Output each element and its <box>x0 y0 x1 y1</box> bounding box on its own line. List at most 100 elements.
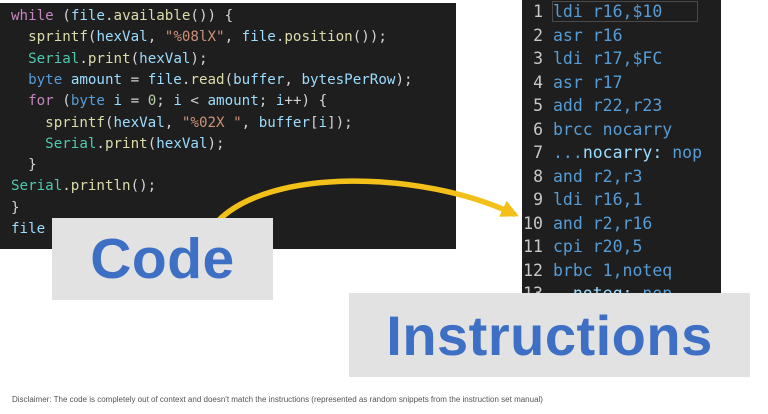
line-number: 10 <box>523 213 543 233</box>
line-highlight <box>552 1 698 22</box>
code-token: ++) { <box>284 93 328 110</box>
code-token: ]); <box>327 114 353 131</box>
code-token: } <box>11 199 20 216</box>
code-line: while (file.available()) { <box>11 6 233 26</box>
code-token: i <box>173 93 182 110</box>
code-token: bytesPerRow <box>301 71 396 88</box>
code-token: byte <box>70 93 105 110</box>
instructions-label: Instructions <box>349 293 750 377</box>
code-token: Serial <box>45 135 97 152</box>
assembly-line: 5 add r22,r23 <box>522 94 721 117</box>
line-number: 4 <box>533 72 543 92</box>
code-token: = <box>122 71 148 88</box>
code-token: ( <box>87 29 97 46</box>
code-token: . <box>104 8 114 24</box>
code-token: print <box>104 135 148 152</box>
assembly-line: 11 cpi r20,5 <box>522 235 721 258</box>
code-token: sprintf <box>45 114 105 131</box>
line-number: 11 <box>523 237 543 256</box>
code-token: . <box>62 178 71 195</box>
code-token: ); <box>190 50 208 67</box>
code-token: available <box>113 8 191 24</box>
code-line: sprintf(hexVal, "%02X ", buffer[i]); <box>11 113 353 133</box>
code-token: "%08lX" <box>164 29 225 46</box>
code-token: Serial <box>28 50 80 67</box>
code-token: . <box>79 50 88 67</box>
code-token <box>11 115 45 131</box>
code-line: for (byte i = 0; i < amount; i++) { <box>11 91 327 111</box>
code-token: ( <box>104 114 114 131</box>
code-line: Serial.print(hexVal); <box>11 134 225 154</box>
code-token: ( <box>53 8 71 24</box>
line-number: 1 <box>533 2 543 21</box>
assembly-line: 4 asr r17 <box>522 71 721 94</box>
assembly-line: 13 noteq: nop <box>522 282 721 295</box>
code-token <box>11 72 28 88</box>
assembly-instruction: add r22,r23 <box>553 96 663 115</box>
code-token: sprintf <box>28 29 88 46</box>
code-line: } <box>11 198 20 218</box>
code-token: println <box>70 178 131 195</box>
assembly-instruction: ldi r16,$10 <box>553 2 663 21</box>
code-token: hexVal <box>113 114 165 131</box>
code-line: sprintf(hexVal, "%08lX", file.position()… <box>11 27 387 47</box>
assembly-instruction: ldi r17,$FC <box>553 49 663 68</box>
line-number: 8 <box>533 166 543 186</box>
code-token: ()); <box>352 29 387 46</box>
code-token <box>11 51 28 67</box>
code-token: Serial <box>11 178 63 195</box>
code-token: amount <box>70 71 123 88</box>
assembly-instruction: noteq: nop <box>572 284 673 295</box>
code-token: for <box>28 93 54 110</box>
line-number: 6 <box>533 119 543 139</box>
code-token: hexVal <box>96 29 148 46</box>
code-line: byte amount = file.read(buffer, bytesPer… <box>11 70 412 90</box>
assembly-instruction: and r2,r16 <box>553 213 653 233</box>
code-token: . <box>275 29 285 46</box>
code-token <box>105 93 114 109</box>
code-line: Serial.print(hexVal); <box>11 49 208 69</box>
code-token: . <box>96 135 105 152</box>
code-token: file <box>70 8 105 24</box>
code-line: } <box>11 155 37 175</box>
code-token <box>11 29 28 45</box>
assembly-line: 1 ldi r16,$10 <box>522 0 721 23</box>
code-token: (); <box>130 178 157 195</box>
code-token: ( <box>224 71 234 88</box>
code-token: file <box>241 29 276 46</box>
code-token: ; <box>156 93 174 110</box>
line-number: 5 <box>533 96 543 115</box>
assembly-instruction: cpi r20,5 <box>553 237 643 256</box>
line-number: 3 <box>533 49 543 68</box>
assembly-instruction: ...nocarry: nop <box>553 143 703 162</box>
code-token <box>62 72 71 88</box>
code-token: i <box>275 93 285 110</box>
assembly-instruction: asr r16 <box>553 25 623 45</box>
assembly-line: 10 and r2,r16 <box>522 212 721 235</box>
line-number: 12 <box>523 260 543 280</box>
line-number: 7 <box>533 143 543 162</box>
code-token: print <box>87 50 131 67</box>
code-token: hexVal <box>139 50 191 67</box>
code-token: < <box>181 93 208 110</box>
code-token: ); <box>207 135 225 152</box>
code-token: 0 <box>147 93 157 110</box>
code-token: , <box>147 29 165 46</box>
code-token: byte <box>28 71 63 88</box>
code-line: Serial.println(); <box>11 176 156 196</box>
disclaimer-text: Disclaimer: The code is completely out o… <box>12 395 543 404</box>
code-token: , <box>224 29 242 46</box>
assembly-instruction: asr r17 <box>553 72 623 92</box>
code-token <box>11 93 28 109</box>
code-token: ( <box>53 93 71 110</box>
code-token: ()) { <box>190 8 234 24</box>
line-number: 9 <box>533 190 543 209</box>
code-token: file <box>147 71 182 88</box>
code-line: file <box>11 219 45 239</box>
code-token: hexVal <box>156 135 208 152</box>
code-token: , <box>241 114 259 131</box>
